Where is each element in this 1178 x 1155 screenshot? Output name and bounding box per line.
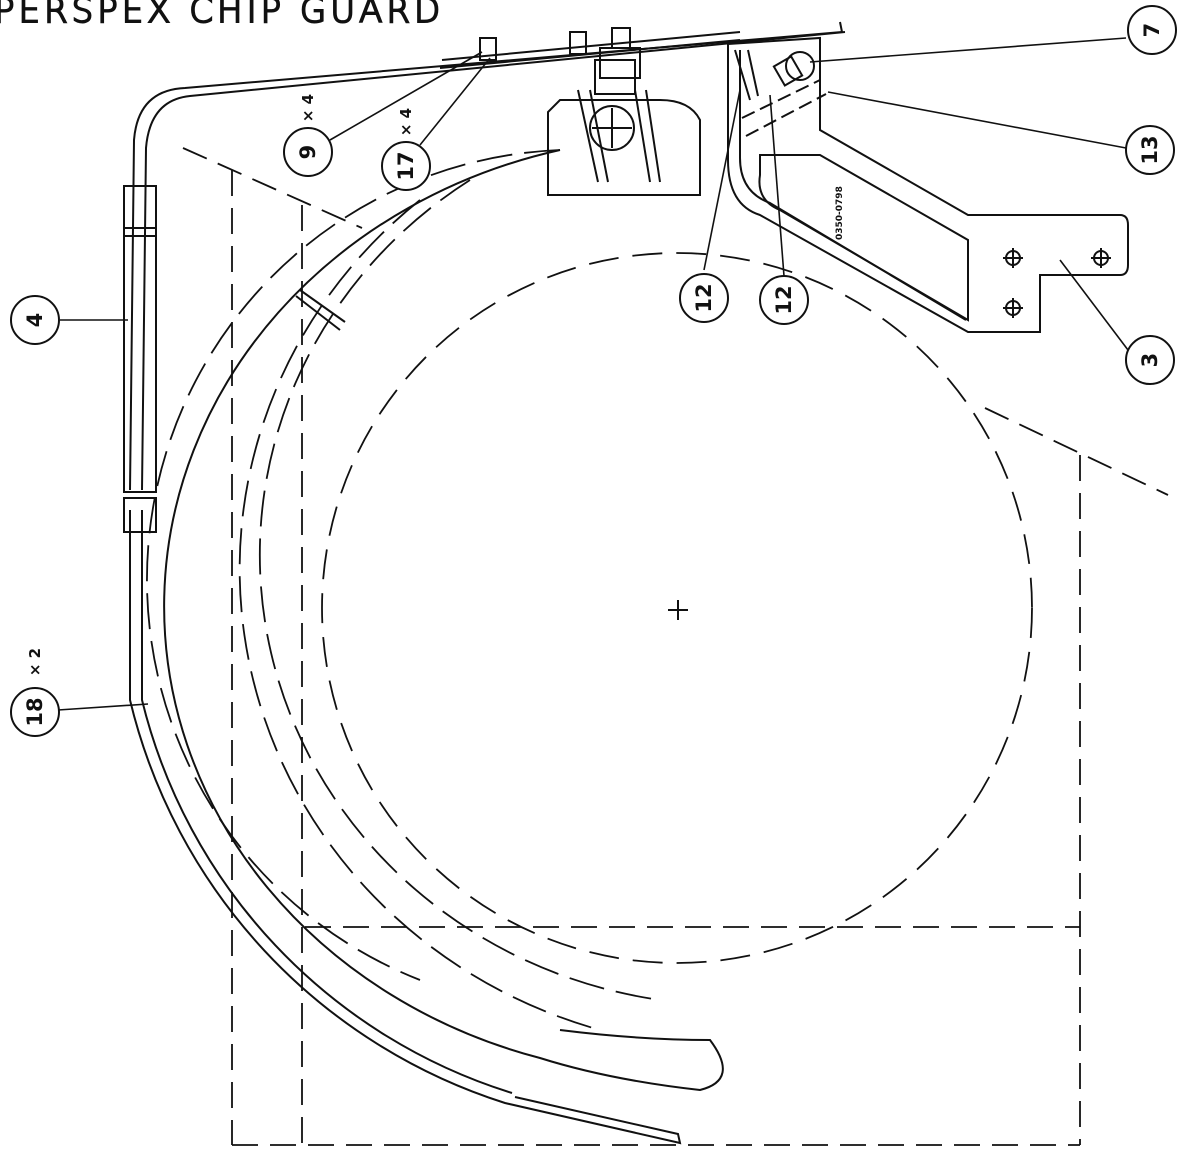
callout-bubble-3: 3 bbox=[1125, 335, 1175, 385]
callout-bubble-13: 13 bbox=[1125, 125, 1175, 175]
svg-text:7: 7 bbox=[1140, 23, 1164, 38]
center-mark bbox=[668, 600, 688, 620]
svg-text:12: 12 bbox=[692, 283, 716, 312]
callout-bubble-18: 18 × 2 bbox=[10, 648, 60, 737]
svg-text:9: 9 bbox=[296, 145, 320, 160]
callout-bubble-12-right: 12 bbox=[759, 275, 809, 325]
top-mounting-rail bbox=[439, 27, 741, 79]
callout-bubble-17: 17 × 4 bbox=[381, 108, 431, 191]
quantity-label-9: × 4 bbox=[299, 94, 317, 122]
bolt-symbols bbox=[1003, 248, 1111, 318]
callout-bubble-12-left: 12 bbox=[679, 273, 729, 323]
work-envelope-circle bbox=[321, 252, 1033, 964]
svg-text:18: 18 bbox=[23, 697, 47, 726]
leader-lines bbox=[57, 37, 1129, 711]
machine-outline-dashed bbox=[182, 147, 1169, 1146]
callout-bubble-7: 7 bbox=[1127, 5, 1177, 55]
svg-text:17: 17 bbox=[394, 151, 418, 180]
clamp-bracket bbox=[547, 59, 701, 196]
perspex-panel-4 bbox=[123, 185, 157, 533]
svg-text:4: 4 bbox=[23, 313, 47, 328]
guard-inner-solid-arc bbox=[163, 149, 724, 1092]
drawing-title: PERSPEX CHIP GUARD bbox=[0, 0, 444, 31]
svg-text:3: 3 bbox=[1138, 353, 1162, 368]
quantity-label-17: × 4 bbox=[397, 108, 415, 136]
quantity-label-18: × 2 bbox=[26, 648, 44, 676]
svg-text:13: 13 bbox=[1138, 135, 1162, 164]
callout-bubble-4: 4 bbox=[10, 295, 60, 345]
callout-bubble-9: 9 × 4 bbox=[283, 94, 333, 177]
support-bracket-3: 0350-0798 bbox=[727, 36, 1129, 333]
part-number-stamp: 0350-0798 bbox=[835, 186, 845, 240]
svg-text:12: 12 bbox=[772, 285, 796, 314]
chip-guard-outer bbox=[129, 21, 846, 1145]
guard-inner-dashed-arcs bbox=[146, 149, 661, 1031]
